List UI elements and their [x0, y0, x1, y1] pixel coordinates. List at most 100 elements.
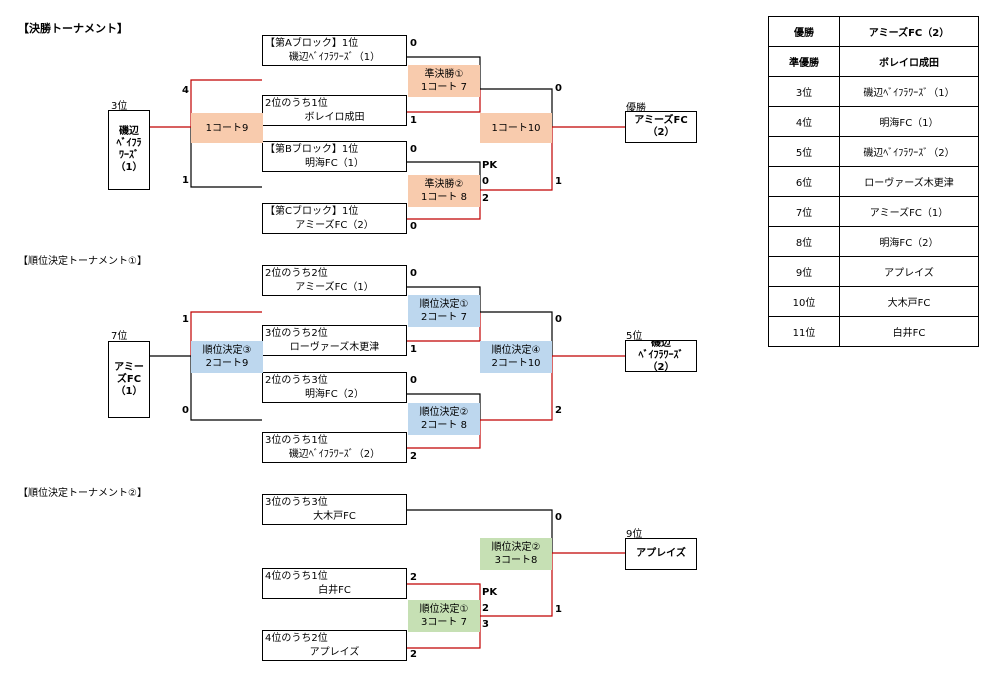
rank-cell: 8位	[768, 226, 840, 257]
place1-team-slot-d: 3位のうち1位 磯辺ﾍﾞｲﾌﾗﾜｰｽﾞ（2）	[262, 432, 407, 463]
score: 2	[410, 649, 417, 660]
score: 4	[182, 85, 189, 96]
team-cell: アミーズFC（2）	[839, 16, 979, 47]
fifth-place-team: 磯辺 ﾍﾞｲﾌﾗﾜｰｽﾞ （2）	[625, 340, 697, 372]
placement-match-3: 順位決定③ 2コート9	[191, 341, 263, 373]
table-row: 9位アプレイズ	[768, 256, 979, 287]
pk-score: 2	[482, 193, 489, 204]
placement-match-2: 順位決定② 2コート 8	[408, 403, 480, 435]
score: 0	[410, 38, 417, 49]
score: 1	[410, 115, 417, 126]
team-cell: 大木戸FC	[839, 286, 979, 317]
match-title: 順位決定②	[419, 407, 469, 418]
seed-label: 2位のうち2位	[265, 268, 328, 279]
seed-label: 3位のうち1位	[265, 435, 328, 446]
team-name: 磯辺ﾍﾞｲﾌﾗﾜｰｽﾞ（1）	[288, 52, 381, 63]
rank-cell: 3位	[768, 76, 840, 107]
ninth-place-label: 9位	[626, 529, 643, 540]
team-cell: アミーズFC（1）	[839, 196, 979, 227]
score: 0	[410, 375, 417, 386]
score: 0	[555, 512, 562, 523]
team-name: ボレイロ成田	[304, 112, 365, 123]
score: 2	[555, 405, 562, 416]
final-team-slot-a: 【第Aブロック】1位 磯辺ﾍﾞｲﾌﾗﾜｰｽﾞ（1）	[262, 35, 407, 66]
champion-team: アミーズFC （2）	[625, 111, 697, 143]
score: 0	[182, 405, 189, 416]
seed-label: 【第Aブロック】1位	[265, 38, 359, 49]
seed-label: 【第Bブロック】1位	[265, 144, 359, 155]
pk-score: 2	[482, 603, 489, 614]
placement2-title: 【順位決定トーナメント②】	[18, 488, 147, 499]
final-ranking-table: 優勝アミーズFC（2） 準優勝ボレイロ成田 3位磯辺ﾍﾞｲﾌﾗﾜｰｽﾞ（1） 4…	[768, 16, 979, 347]
match-court: 2コート10	[491, 358, 541, 369]
ninth-place-team: アプレイズ	[625, 538, 697, 570]
third-place-team: 磯辺 ﾍﾞｲﾌﾗ ﾜｰｽﾞ （1）	[108, 110, 150, 190]
team-cell: 明海FC（2）	[839, 226, 979, 257]
seed-label: 【第Cブロック】1位	[265, 206, 359, 217]
seventh-place-team: アミー ズFC （1）	[108, 341, 150, 418]
rank-cell: 準優勝	[768, 46, 840, 77]
rank-cell: 優勝	[768, 16, 840, 47]
place2-team-slot-a: 3位のうち3位 大木戸FC	[262, 494, 407, 525]
match-court: 1コート10	[491, 122, 541, 134]
third-place-label: 3位	[111, 101, 128, 112]
team-name: アミーズFC（2）	[295, 220, 374, 231]
score: 2	[410, 572, 417, 583]
score: 1	[410, 344, 417, 355]
team-name: アプレイズ	[309, 647, 360, 658]
match-title: 順位決定④	[491, 345, 541, 356]
table-row: 4位明海FC（1）	[768, 106, 979, 137]
table-row: 6位ローヴァーズ木更津	[768, 166, 979, 197]
seed-label: 3位のうち3位	[265, 497, 328, 508]
table-row: 7位アミーズFC（1）	[768, 196, 979, 227]
place2-match-2: 順位決定② 3コート8	[480, 538, 552, 570]
score: 0	[410, 144, 417, 155]
rank-cell: 10位	[768, 286, 840, 317]
placement1-title: 【順位決定トーナメント①】	[18, 256, 147, 267]
match-court: 2コート9	[205, 358, 249, 369]
team-cell: アプレイズ	[839, 256, 979, 287]
rank-cell: 6位	[768, 166, 840, 197]
score: 0	[410, 221, 417, 232]
table-row: 11位白井FC	[768, 316, 979, 347]
team-cell: 磯辺ﾍﾞｲﾌﾗﾜｰｽﾞ（2）	[839, 136, 979, 167]
final-team-slot-d: 【第Cブロック】1位 アミーズFC（2）	[262, 203, 407, 234]
match-court: 3コート8	[494, 555, 538, 566]
place2-match-1: 順位決定① 3コート 7	[408, 600, 480, 632]
team-name: 明海FC（2）	[304, 389, 365, 400]
score: 2	[410, 451, 417, 462]
pk-label: PK	[482, 587, 498, 598]
match-court9: 1コート9	[191, 113, 263, 143]
semifinal-2: 準決勝② 1コート 8	[408, 175, 480, 207]
team-cell: 白井FC	[839, 316, 979, 347]
match-title: 準決勝②	[424, 179, 464, 190]
place2-team-slot-b: 4位のうち1位 白井FC	[262, 568, 407, 599]
seed-label: 3位のうち2位	[265, 328, 328, 339]
match-court: 1コート 8	[421, 192, 467, 203]
score: 1	[555, 604, 562, 615]
table-row: 8位明海FC（2）	[768, 226, 979, 257]
rank-cell: 9位	[768, 256, 840, 287]
table-row: 10位大木戸FC	[768, 286, 979, 317]
table-row: 3位磯辺ﾍﾞｲﾌﾗﾜｰｽﾞ（1）	[768, 76, 979, 107]
place1-team-slot-a: 2位のうち2位 アミーズFC（1）	[262, 265, 407, 296]
seventh-place-label: 7位	[111, 331, 128, 342]
seed-label: 4位のうち2位	[265, 633, 328, 644]
rank-cell: 5位	[768, 136, 840, 167]
score: 0	[555, 83, 562, 94]
match-title: 準決勝①	[424, 69, 464, 80]
seed-label: 4位のうち1位	[265, 571, 328, 582]
score: 0	[555, 314, 562, 325]
team-name: ローヴァーズ木更津	[289, 342, 380, 353]
team-name: アミーズFC（1）	[295, 282, 374, 293]
seed-label: 2位のうち1位	[265, 98, 328, 109]
match-title: 順位決定②	[491, 542, 541, 553]
final-tournament-title: 【決勝トーナメント】	[18, 22, 128, 35]
score: 1	[182, 175, 189, 186]
placement-match-1: 順位決定① 2コート 7	[408, 295, 480, 327]
place2-team-slot-c: 4位のうち2位 アプレイズ	[262, 630, 407, 661]
place1-team-slot-b: 3位のうち2位 ローヴァーズ木更津	[262, 325, 407, 356]
final-team-slot-b: 2位のうち1位 ボレイロ成田	[262, 95, 407, 126]
table-row: 5位磯辺ﾍﾞｲﾌﾗﾜｰｽﾞ（2）	[768, 136, 979, 167]
